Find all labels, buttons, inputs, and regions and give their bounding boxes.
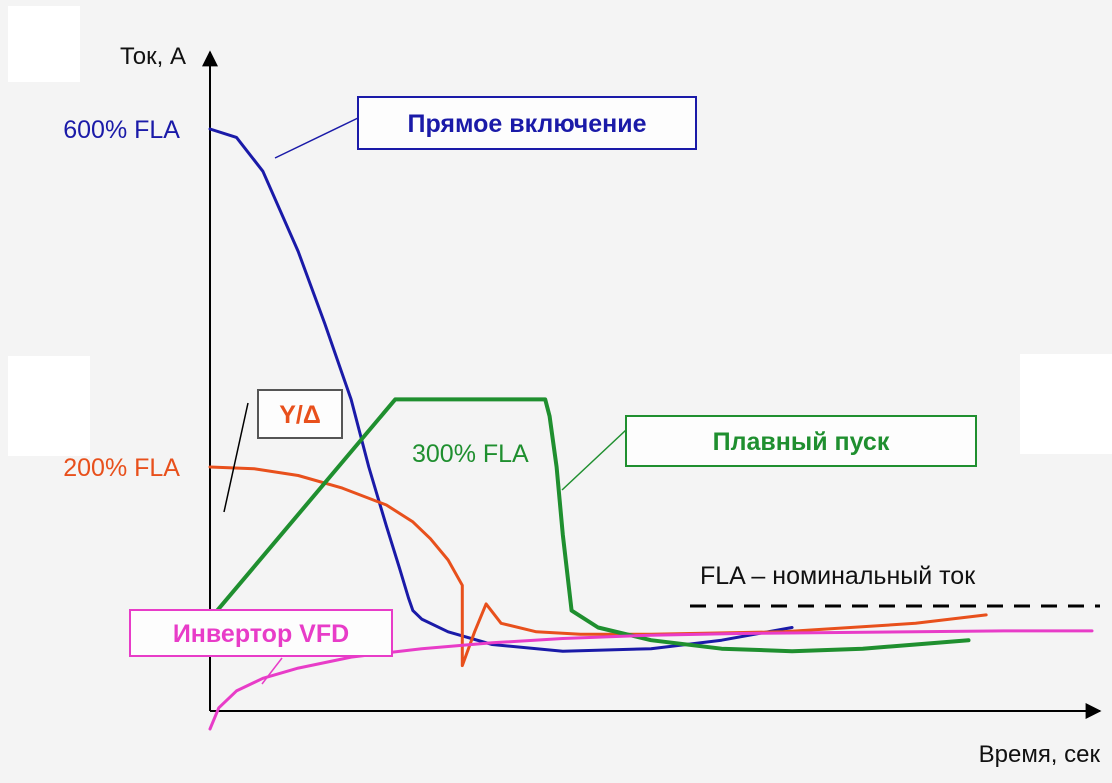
callout-box-direct — [357, 96, 697, 150]
callout-box-vfd — [129, 609, 393, 657]
callout-label-direct: Прямое включение — [407, 110, 646, 138]
series-line-direct — [208, 127, 794, 653]
y-axis-label: Ток, А — [120, 43, 186, 70]
callout-line-star_delta — [223, 402, 249, 513]
x-axis-label: Время, сек — [979, 741, 1101, 768]
callout-line-soft — [561, 429, 627, 491]
series-line-soft — [208, 397, 971, 654]
y-tick-label-1: 200% FLA — [63, 454, 180, 482]
soft-start-peak-label: 300% FLA — [412, 440, 529, 468]
callout-box-star_delta — [257, 389, 343, 439]
callout-box-soft — [625, 415, 977, 467]
callout-label-star_delta: Y/Δ — [279, 401, 321, 429]
callout-line-vfd — [261, 657, 283, 685]
callout-label-vfd: Инвертор VFD — [173, 620, 349, 648]
white-box-top-left — [8, 6, 80, 82]
white-box-mid-left — [8, 356, 90, 456]
white-box-mid-right — [1020, 354, 1112, 454]
series-line-vfd — [208, 629, 1094, 731]
callout-label-soft: Плавный пуск — [713, 428, 890, 456]
y-tick-label-0: 600% FLA — [63, 116, 180, 144]
nominal-current-label: FLA – номинальный ток — [700, 562, 976, 590]
callout-line-direct — [274, 117, 359, 159]
